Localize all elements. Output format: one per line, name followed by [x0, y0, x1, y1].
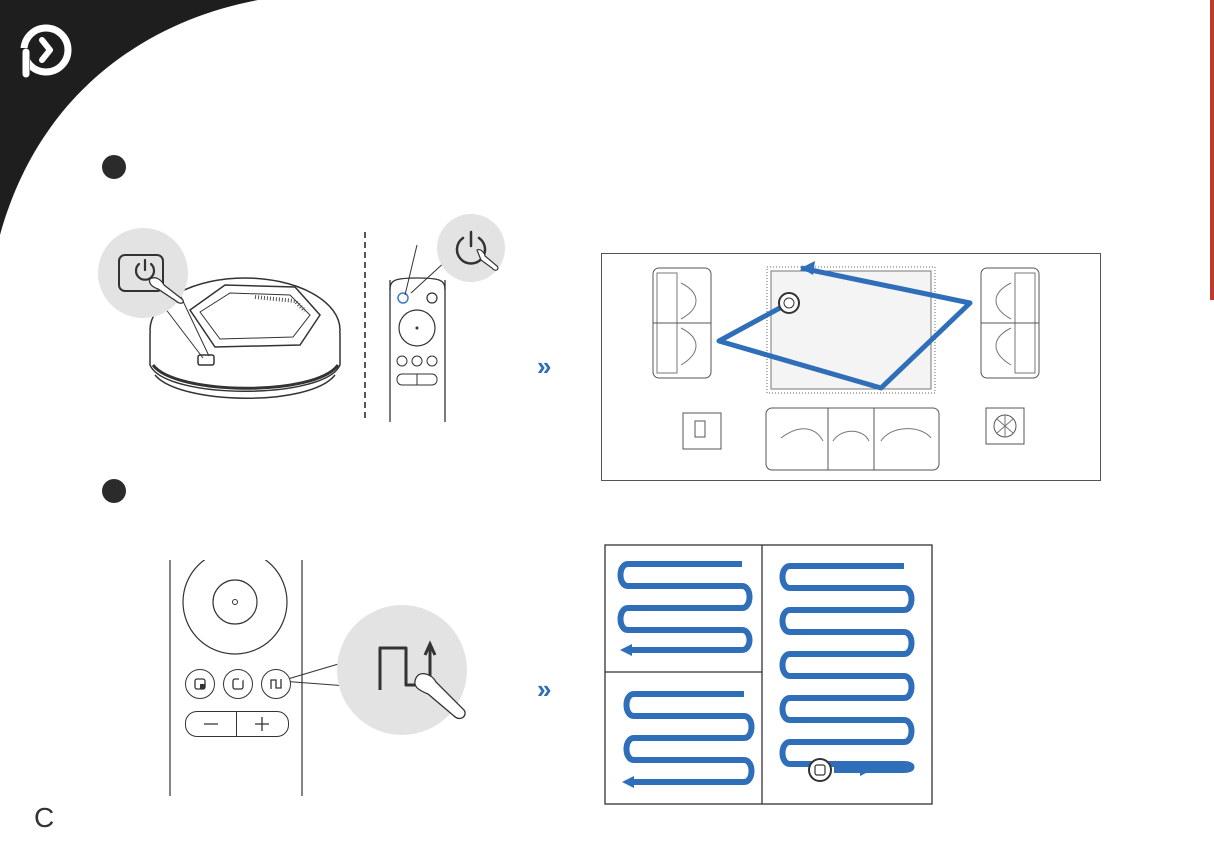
remote-control-illustration	[385, 210, 515, 422]
plus-icon	[237, 712, 288, 736]
step-1-arrow: »	[537, 353, 551, 379]
spot-clean-icon	[186, 670, 214, 698]
edge-stripe	[1210, 0, 1214, 300]
step-2-marker	[102, 479, 126, 503]
step-1-marker	[102, 155, 126, 179]
volume-rocker	[185, 711, 289, 737]
finger-press-icon	[410, 668, 470, 728]
edge-clean-button[interactable]	[223, 669, 253, 699]
minus-icon	[186, 712, 236, 736]
zigzag-path-diagram	[604, 544, 934, 806]
zigzag-mode-icon	[262, 670, 290, 698]
footer-letter: C	[34, 803, 54, 833]
room-floorplan-random-path	[601, 253, 1101, 481]
minus-button[interactable]	[186, 712, 237, 736]
finger-pointer-icon	[148, 275, 188, 305]
step-2-arrow: »	[537, 676, 551, 702]
divider-dashed	[364, 232, 366, 418]
edge-clean-icon	[224, 670, 252, 698]
robot-vacuum-illustration	[95, 215, 350, 425]
spot-clean-button[interactable]	[185, 669, 215, 699]
zigzag-mode-button[interactable]	[261, 669, 291, 699]
plus-button[interactable]	[237, 712, 288, 736]
brand-logo-icon	[18, 22, 74, 78]
